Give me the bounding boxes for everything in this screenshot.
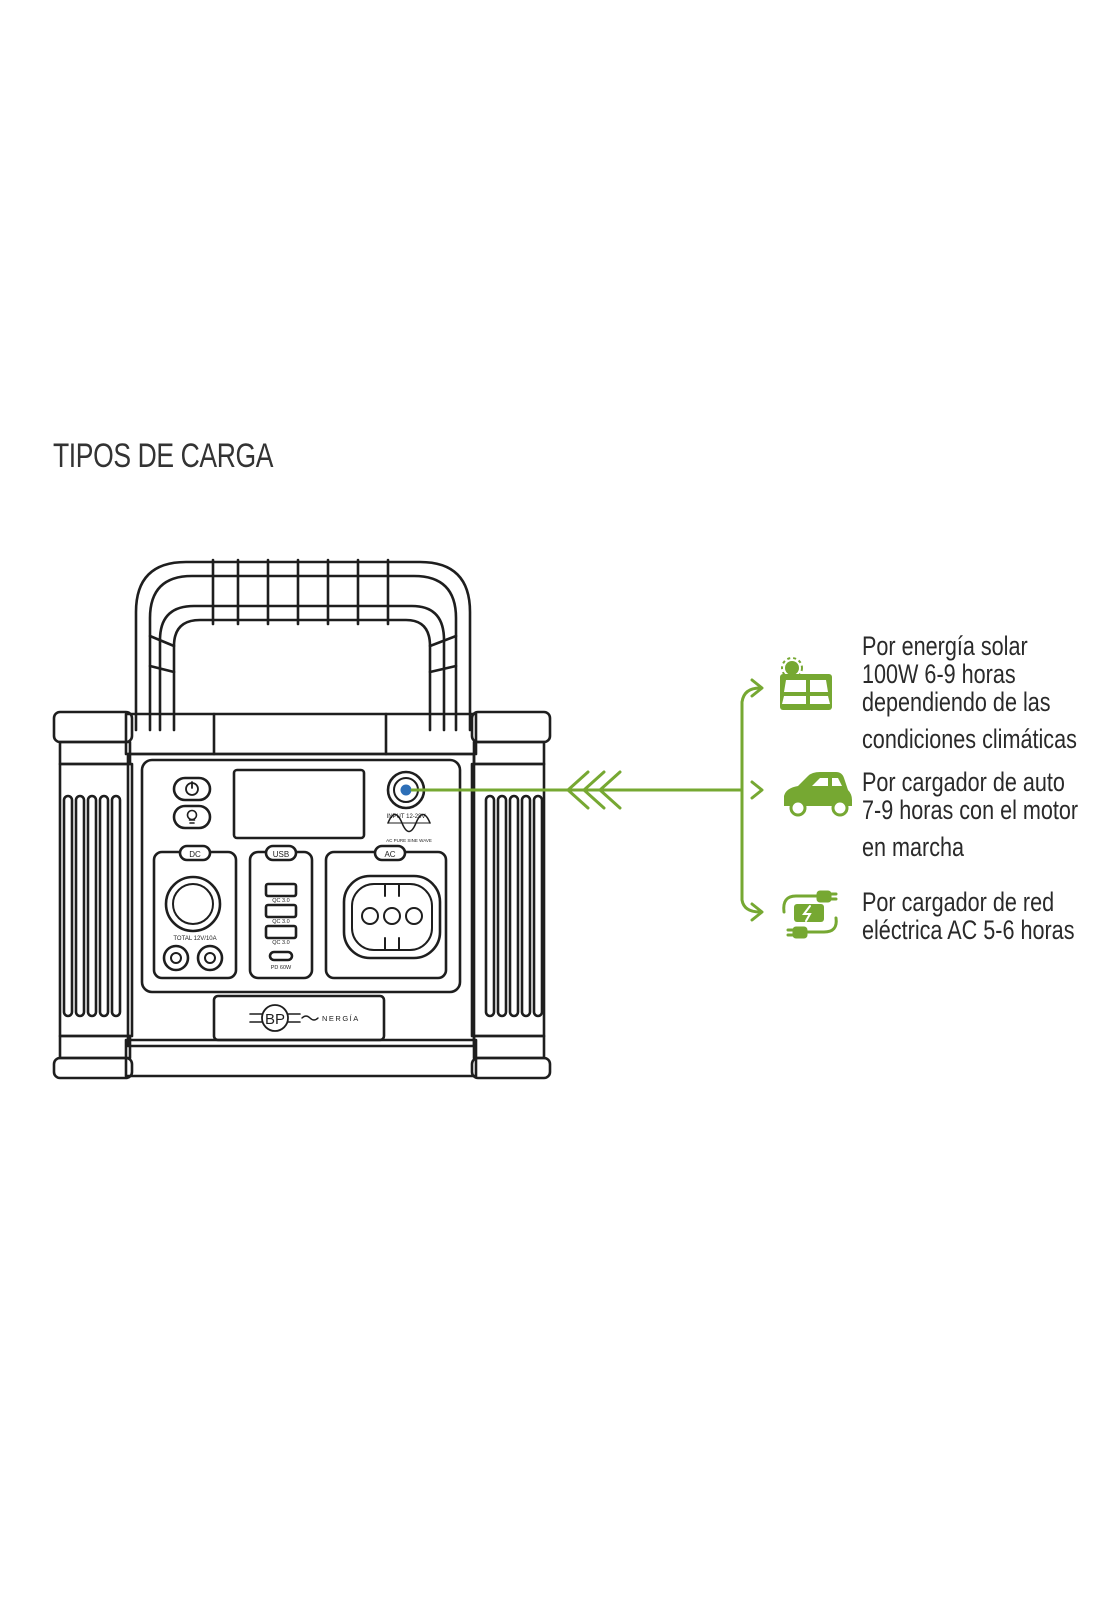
option-solar: Por energía solar 100W 6-9 horas dependi…: [862, 632, 1077, 753]
car-icon: [784, 772, 852, 817]
option-car: Por cargador de auto 7-9 horas con el mo…: [862, 768, 1078, 861]
brand-plate: [212, 994, 386, 1042]
option-solar-line-4: condiciones climáticas: [862, 724, 1077, 754]
option-ac-line-1: Por cargador de red: [862, 887, 1055, 917]
car-socket-icon[interactable]: [164, 875, 222, 933]
wave-label: AC PURE SINE WAVE: [386, 838, 432, 843]
option-solar-line-3: dependiendo de las: [862, 687, 1051, 717]
dc-port-left[interactable]: [162, 944, 190, 972]
usb-c-port[interactable]: [268, 950, 294, 962]
bulb-icon: [186, 809, 198, 821]
usb-c-label: PD 60W: [271, 965, 292, 971]
power-station-drawing: [52, 558, 552, 1080]
light-button[interactable]: [172, 804, 212, 830]
left-side-bumper: [52, 710, 134, 1080]
solar-panel-icon: [780, 657, 832, 710]
right-side-bumper: [470, 710, 552, 1080]
input-highlight-dot: [400, 784, 412, 796]
ac-outlet[interactable]: [342, 874, 442, 960]
option-ac-line-2: eléctrica AC 5-6 horas: [862, 915, 1075, 945]
dc-port-right[interactable]: [196, 944, 224, 972]
usb-port-2[interactable]: [264, 903, 298, 919]
option-car-line-3: en marcha: [862, 832, 965, 862]
ac-button-label: AC: [384, 850, 395, 859]
usb-label-1: QC 3.0: [272, 898, 289, 904]
dc-total-label: TOTAL 12V/10A: [173, 936, 216, 942]
brand-logo-circle: [261, 1004, 289, 1032]
usb-label-3: QC 3.0: [272, 940, 289, 946]
option-car-line-1: Por cargador de auto: [862, 767, 1065, 797]
plug-icon: [782, 890, 838, 939]
charging-connector: [410, 678, 764, 922]
option-car-line-2: 7-9 horas con el motor: [862, 795, 1079, 825]
lcd-display: [232, 768, 366, 840]
usb-label-2: QC 3.0: [272, 919, 289, 925]
usb-port-3[interactable]: [264, 924, 298, 940]
sine-wave-icon: [387, 813, 431, 833]
page-title: TIPOS DE CARGA: [53, 437, 274, 475]
usb-port-1[interactable]: [264, 882, 298, 898]
input-label: INPUT 12-28V: [387, 814, 426, 820]
option-ac: Por cargador de red eléctrica AC 5-6 hor…: [862, 888, 1075, 944]
power-button[interactable]: [172, 776, 212, 802]
brand-name: NERGÍA: [322, 1014, 360, 1023]
dc-button-label: DC: [189, 850, 201, 859]
brand-logo-text: BP: [265, 1011, 285, 1028]
arrow-chevron-2: [582, 770, 606, 810]
usb-button-label: USB: [273, 850, 289, 859]
carry-handle: [134, 558, 472, 732]
arrow-chevron-3: [598, 770, 622, 810]
brace: [740, 686, 762, 914]
arrow-chevron-1: [566, 770, 590, 810]
option-solar-line-1: Por energía solar: [862, 631, 1028, 661]
option-solar-line-2: 100W 6-9 horas: [862, 659, 1016, 689]
